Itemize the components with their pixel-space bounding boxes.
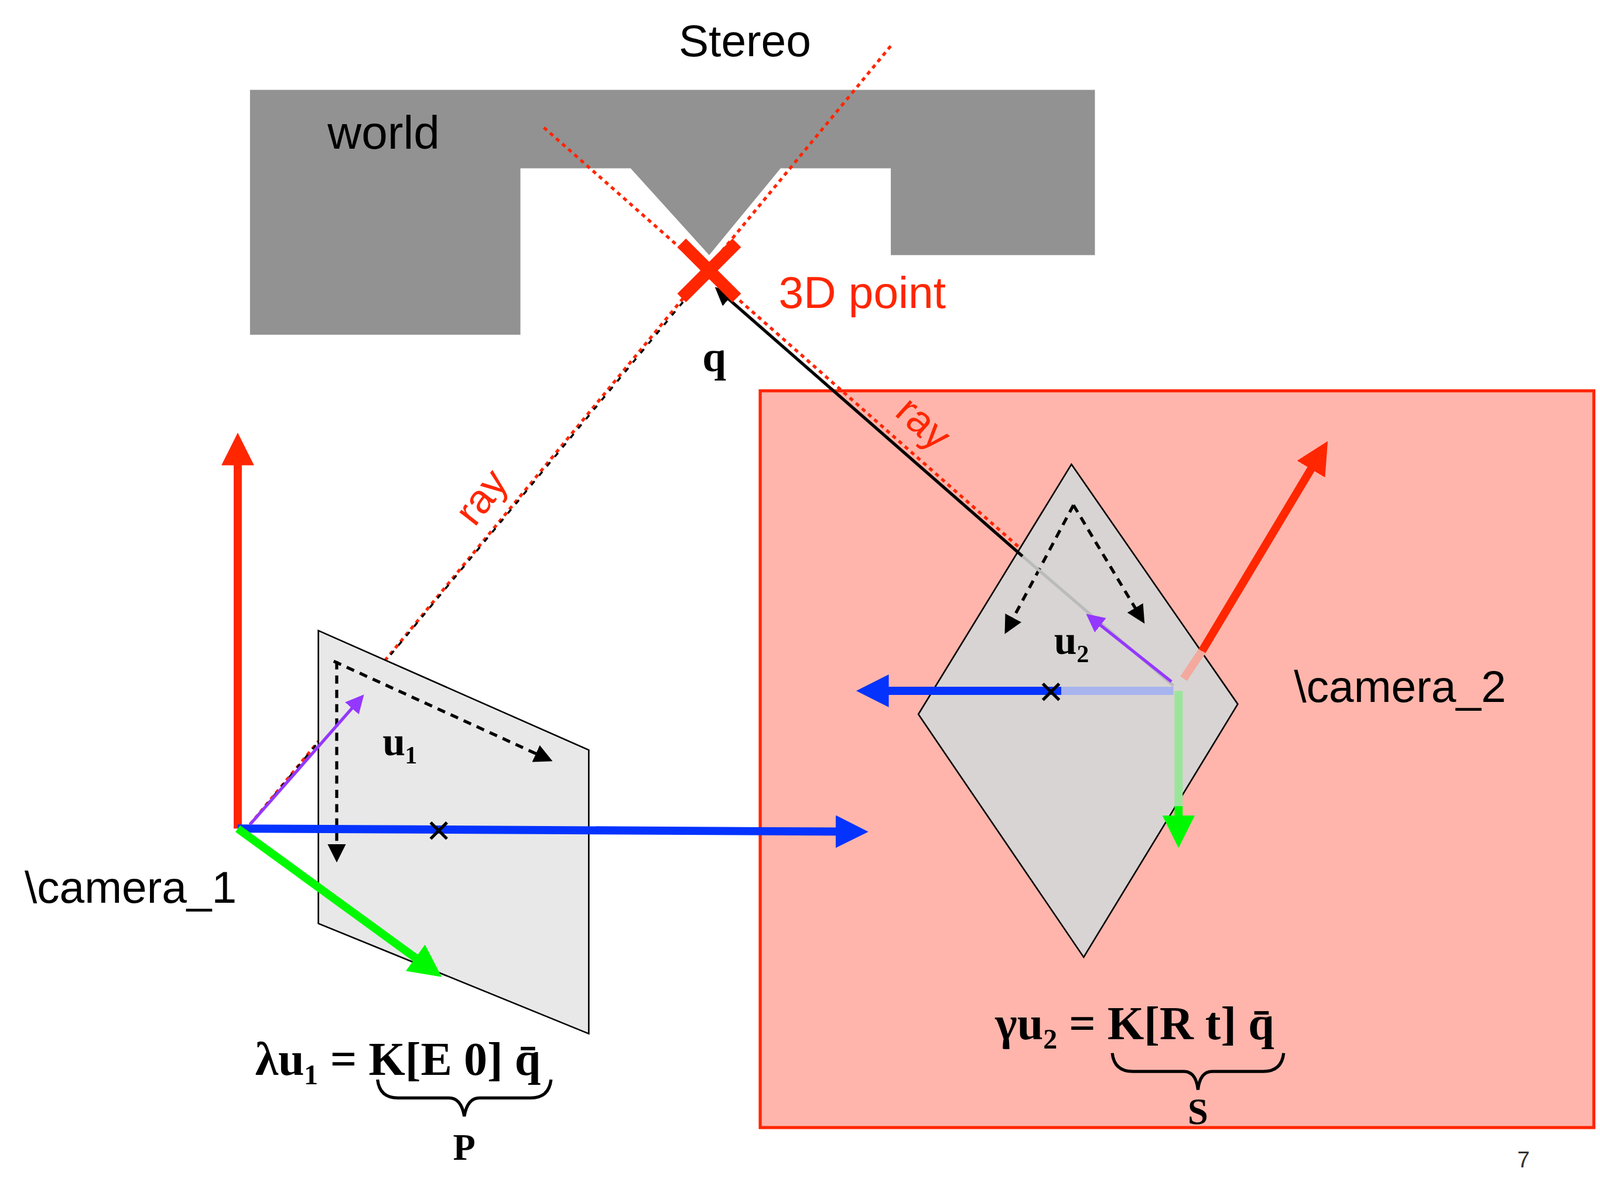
ray-arrow	[720, 291, 1023, 556]
axis-arrow	[872, 686, 1062, 696]
projection-equation: λu₁ = K[E 0] q̄	[255, 1035, 541, 1083]
image-plane	[918, 464, 1238, 958]
underbrace	[377, 1079, 552, 1117]
camera-label: \camera_1	[24, 865, 237, 911]
camera-label: \camera_2	[1293, 664, 1506, 710]
axis-arrow-faint	[1183, 651, 1202, 679]
axis-arrow-faint	[1174, 691, 1183, 807]
point-label: 3D point	[778, 270, 947, 316]
ray-faint	[1022, 556, 1174, 686]
axis-arrow	[1174, 806, 1183, 833]
axis-arrow	[237, 828, 429, 968]
point-marker	[681, 243, 737, 299]
page-number: 7	[1517, 1149, 1530, 1172]
title: Stereo	[678, 18, 812, 64]
axis-arrow-faint	[1061, 686, 1174, 696]
image-axis	[1007, 505, 1074, 628]
principal-point	[430, 822, 447, 840]
world-region: world	[250, 89, 1096, 335]
matrix-name: S	[1187, 1093, 1209, 1131]
matrix-name: P	[453, 1129, 476, 1167]
axis-arrow	[1201, 455, 1319, 652]
vector-label: u₂	[1054, 620, 1090, 662]
image-axis	[333, 661, 546, 759]
camera2-region: \camera_2 γu₂ = K[R t] q̄ S	[760, 390, 1594, 1128]
underbrace	[1112, 1053, 1284, 1091]
image-axis	[1073, 505, 1141, 618]
world-shape	[250, 89, 1096, 335]
point-symbol: q	[702, 335, 727, 379]
camera2-region	[760, 391, 1594, 1128]
projection-equation: γu₂ = K[R t] q̄	[995, 999, 1275, 1047]
region-label: world	[327, 108, 440, 156]
axis-arrow	[233, 449, 242, 829]
u1-vector	[250, 700, 360, 826]
u2-vector	[1091, 618, 1172, 682]
ray-label: ray	[448, 462, 516, 532]
principal-point	[1043, 684, 1060, 701]
vector-label: u₁	[382, 721, 418, 763]
axis-arrow	[237, 828, 853, 832]
